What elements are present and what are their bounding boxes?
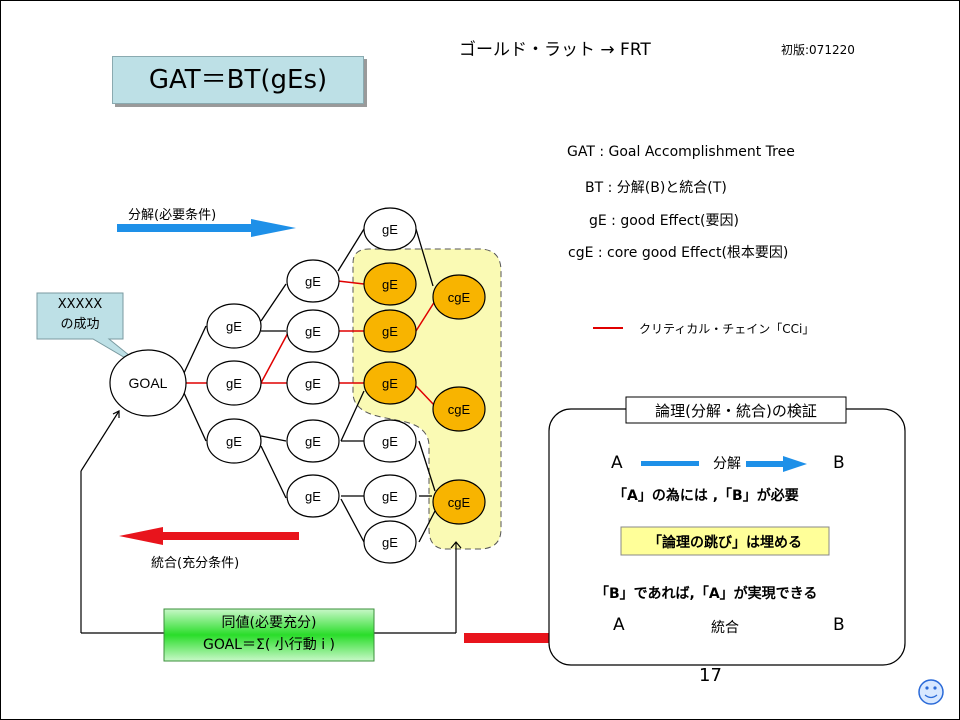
logic-decompose-arrow-left — [641, 461, 699, 466]
callout-line2: の成功 — [60, 317, 100, 332]
definition-gat: GAT : Goal Accomplishment Tree — [567, 144, 795, 160]
goal-node-label: GOAL — [129, 375, 168, 391]
feedback-lines — [80, 410, 462, 634]
logic-statement1: 「A」の為には ,「B」が必要 — [613, 488, 799, 504]
tree-edges — [183, 228, 436, 543]
ge-node-critical: gE — [363, 309, 417, 353]
logic-b-top: B — [833, 453, 845, 473]
goal-node: GOAL — [109, 349, 187, 417]
logic-statement2: 「B」であれば,「A」が実現できる — [595, 586, 818, 602]
logic-b-bottom: B — [833, 615, 845, 635]
ge-node-label: gE — [305, 274, 321, 289]
ge-node: gE — [286, 309, 340, 353]
header-title: ゴールド・ラット → FRT — [459, 40, 651, 60]
ge-node-critical-shape — [363, 309, 417, 353]
ge-node-critical-label: gE — [382, 324, 398, 339]
ge-node: gE — [286, 419, 340, 463]
ge-node-shape — [286, 474, 340, 518]
ge-node-critical: gE — [363, 262, 417, 306]
smiley-icon — [918, 679, 944, 705]
cge-node: cgE — [432, 479, 486, 525]
logic-decompose-arrow-right — [746, 456, 807, 472]
callout-line1: XXXXX — [57, 297, 103, 312]
ge-node: gE — [286, 259, 340, 303]
ge-node-shape — [206, 303, 262, 349]
ge-node-label: gE — [226, 376, 242, 391]
equivalence-text: 同値(必要充分) GOAL＝Σ( 小行動 i ) — [164, 612, 374, 656]
ge-node-shape — [363, 474, 417, 518]
ge-node-critical-shape — [363, 262, 417, 306]
ge-node-label: gE — [226, 319, 242, 334]
goal-node-shape — [109, 349, 187, 417]
ge-node-shape — [286, 419, 340, 463]
equivalence-box — [163, 608, 375, 662]
critical-chain-edges — [186, 280, 436, 407]
ge-node-label: gE — [305, 434, 321, 449]
ge-node-shape — [206, 418, 262, 464]
logic-box-title: 論理(分解・統合)の検証 — [655, 402, 817, 420]
ge-node-shape — [363, 520, 417, 564]
ge-node-label: gE — [382, 222, 398, 237]
integrate-label: 統合(充分条件) — [151, 556, 240, 571]
ge-node-critical: gE — [363, 361, 417, 405]
ge-node-critical-label: gE — [382, 277, 398, 292]
ge-node-label: gE — [382, 535, 398, 550]
ge-node-label: gE — [305, 376, 321, 391]
ge-node-shape — [363, 207, 417, 251]
equivalence-line1: 同値(必要充分) — [221, 615, 317, 631]
ge-node: gE — [206, 303, 262, 349]
ge-node-label: gE — [226, 434, 242, 449]
cge-node-label: cgE — [448, 290, 471, 305]
cge-node-shape — [432, 274, 486, 320]
integrate-arrow — [119, 527, 299, 545]
cge-node-label: cgE — [448, 495, 471, 510]
ge-node: gE — [363, 207, 417, 251]
main-title: GAT＝BT(gEs) — [112, 56, 364, 104]
cge-node: cgE — [432, 274, 486, 320]
cge-node-shape — [432, 479, 486, 525]
ge-node-label: gE — [382, 434, 398, 449]
ge-node: gE — [286, 474, 340, 518]
logic-decompose-label: 分解 — [713, 456, 741, 472]
definition-ge: gE : good Effect(要因) — [589, 213, 739, 229]
logic-integrate-label: 統合 — [711, 620, 739, 636]
equivalence-line2: GOAL＝Σ( 小行動 i ) — [202, 637, 335, 653]
ge-node-shape — [206, 360, 262, 406]
ge-node: gE — [286, 361, 340, 405]
legend-label: クリティカル・チェイン「CCi」 — [639, 322, 815, 336]
ge-node-shape — [286, 259, 340, 303]
ge-node-critical-label: gE — [382, 376, 398, 391]
cge-node-label: cgE — [448, 402, 471, 417]
ge-node-label: gE — [382, 489, 398, 504]
ge-node: gE — [363, 419, 417, 463]
callout-text: XXXXX の成功 — [37, 295, 123, 335]
logic-box-title-bg — [625, 396, 847, 424]
ge-node: gE — [206, 360, 262, 406]
ge-node-label: gE — [305, 324, 321, 339]
ge-node-shape — [286, 309, 340, 353]
ge-node: gE — [363, 520, 417, 564]
logic-a-top: A — [611, 453, 623, 473]
ge-node-shape — [286, 361, 340, 405]
ge-node: gE — [363, 474, 417, 518]
ge-node: gE — [206, 418, 262, 464]
definition-cge: cgE : core good Effect(根本要因) — [568, 245, 789, 261]
cge-node: cgE — [432, 386, 486, 432]
logic-highlight: 「論理の跳び」は埋める — [648, 535, 802, 551]
decompose-arrow — [117, 219, 296, 237]
cge-node-shape — [432, 386, 486, 432]
definition-bt: BT : 分解(B)と統合(T) — [585, 180, 727, 196]
ge-node-shape — [363, 419, 417, 463]
decompose-label: 分解(必要条件) — [128, 208, 217, 223]
highlight-bg — [620, 526, 830, 556]
version-label: 初版:071220 — [781, 43, 855, 57]
page-number: 17 — [699, 665, 722, 686]
ge-node-label: gE — [305, 489, 321, 504]
ge-node-critical-shape — [363, 361, 417, 405]
logic-a-bottom: A — [613, 615, 625, 635]
